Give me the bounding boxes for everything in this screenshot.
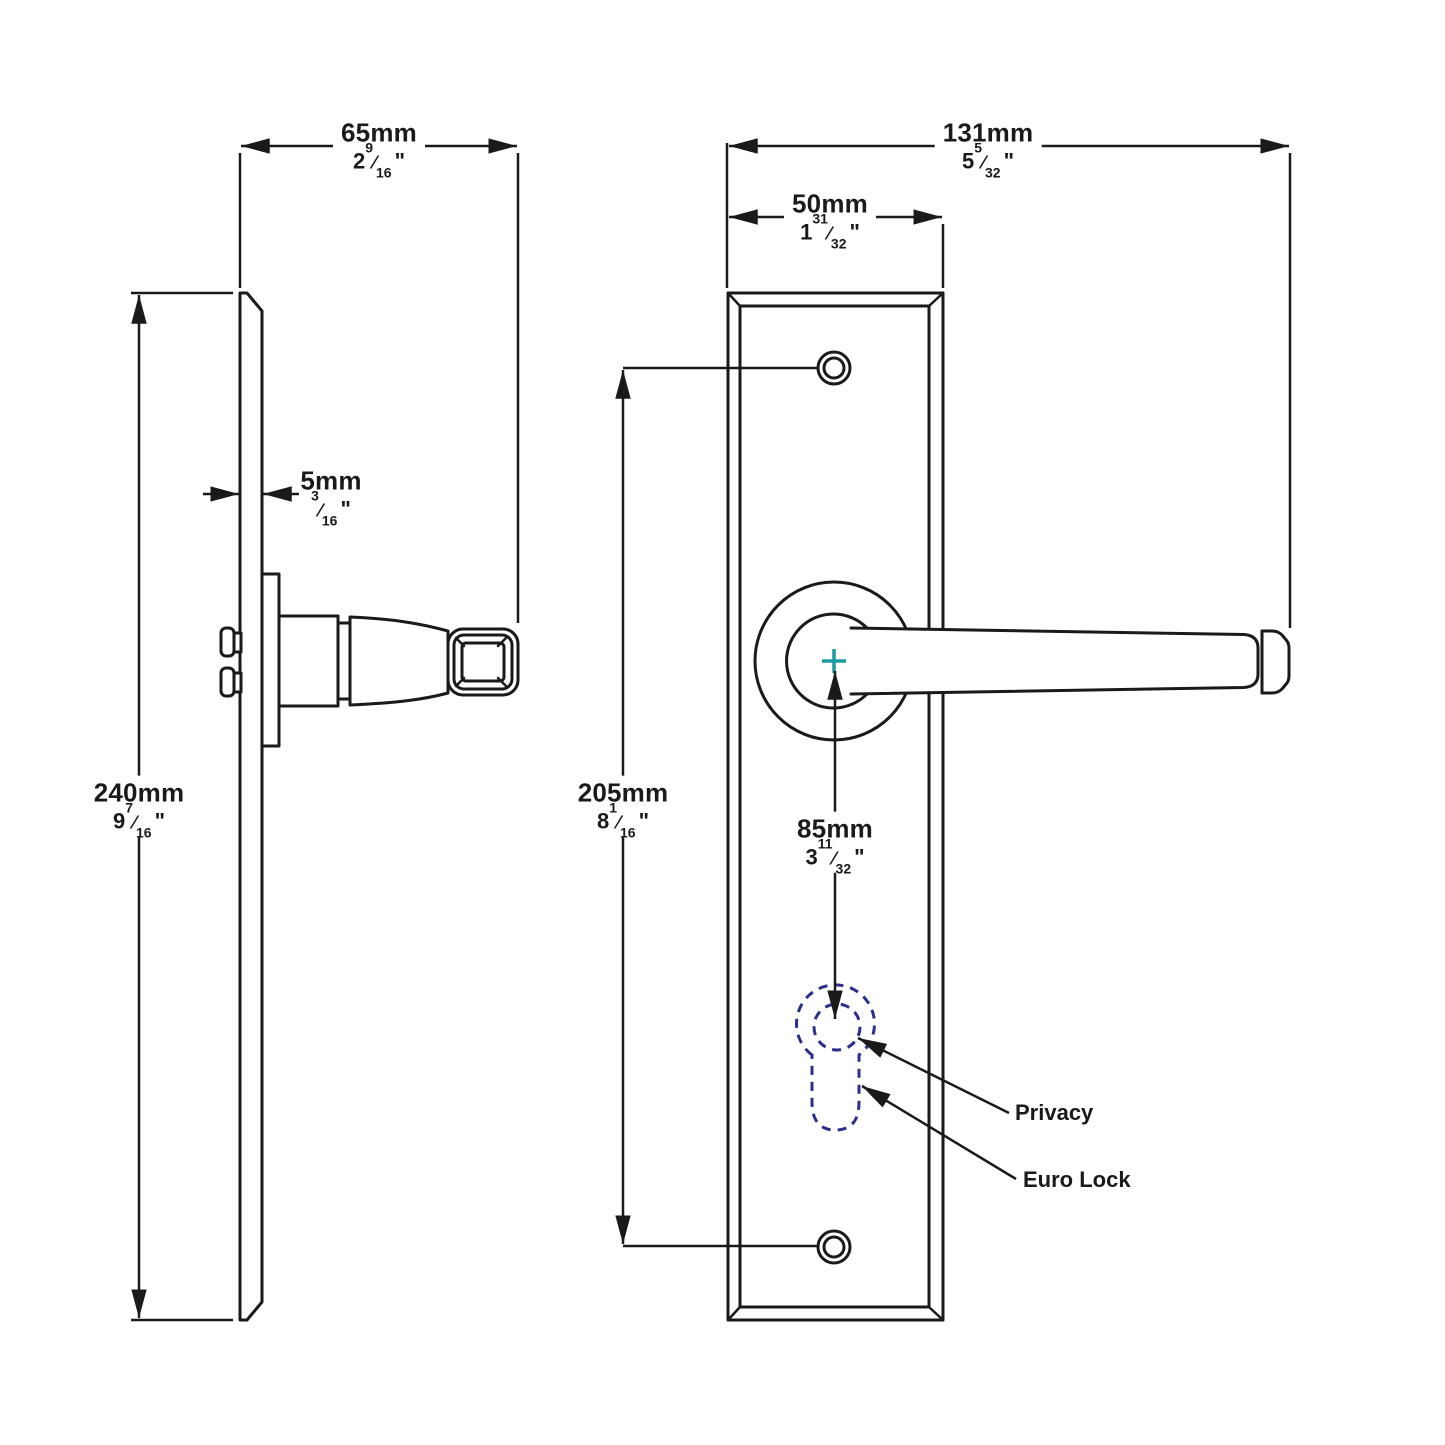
fixing-screw-bottom [219, 666, 243, 698]
dim-inch-text: 131⁄32" [800, 211, 860, 252]
fixing-screw-top [219, 626, 243, 658]
dim-mm-text: 131mm [942, 117, 1034, 148]
lever-end-face [446, 627, 520, 697]
dim-mm-text: 205mm [577, 777, 669, 808]
lever-arm [849, 626, 1260, 696]
screw-hole-top [816, 350, 852, 386]
side-view [219, 291, 520, 1322]
screw-hole-bottom [816, 1229, 852, 1265]
euro-lock-leader [861, 1084, 1017, 1181]
dim-mm-text: 65mm [341, 117, 417, 148]
dimension-label-fixing-centres: 205mm 81⁄16" [569, 775, 677, 841]
euro-lock-label: Euro Lock [1023, 1167, 1131, 1192]
dimension-label-overall-width: 131mm 55⁄32" [934, 115, 1042, 181]
dimension-label-side-depth: 65mm 29⁄16" [333, 115, 425, 181]
dimension-label-lock-centre: 85mm 311⁄32" [789, 811, 881, 877]
dim-inch-text: 29⁄16" [352, 140, 406, 181]
side-view-dimensions [131, 138, 520, 1322]
rose-flange-side [260, 572, 281, 748]
dim-65mm [238, 138, 520, 623]
dim-inch-text: 55⁄32" [961, 140, 1015, 181]
dimension-label-plate-width: 50mm 131⁄32" [784, 186, 876, 252]
dim-inch-text: 3⁄16" [311, 488, 351, 529]
dim-inch-text: 97⁄16" [112, 800, 166, 841]
dim-mm-text: 240mm [93, 777, 185, 808]
front-view-dimensions [615, 138, 1292, 1248]
lever-end-cap [1260, 629, 1291, 695]
handle-collar-side [336, 621, 352, 701]
handle-centre-marker [822, 649, 846, 673]
backplate-side-profile [238, 291, 264, 1322]
lock-options [795, 983, 876, 1132]
dim-mm-text: 5mm [300, 465, 362, 496]
dim-mm-text: 85mm [797, 813, 873, 844]
handle-neck-side [277, 614, 340, 708]
privacy-label: Privacy [1015, 1100, 1094, 1125]
backplate-front [726, 291, 945, 1322]
dimension-label-plate-height: 240mm 97⁄16" [85, 775, 193, 841]
privacy-leader [857, 1036, 1010, 1115]
dim-mm-text: 50mm [792, 188, 868, 219]
front-view [726, 291, 1291, 1322]
dim-inch-text: 311⁄32" [805, 836, 865, 877]
lever-horn-side [348, 615, 450, 707]
dim-inch-text: 81⁄16" [596, 800, 650, 841]
dimension-label-plate-thickness: 5mm 3⁄16" [292, 464, 369, 529]
privacy-outline [812, 1002, 862, 1052]
